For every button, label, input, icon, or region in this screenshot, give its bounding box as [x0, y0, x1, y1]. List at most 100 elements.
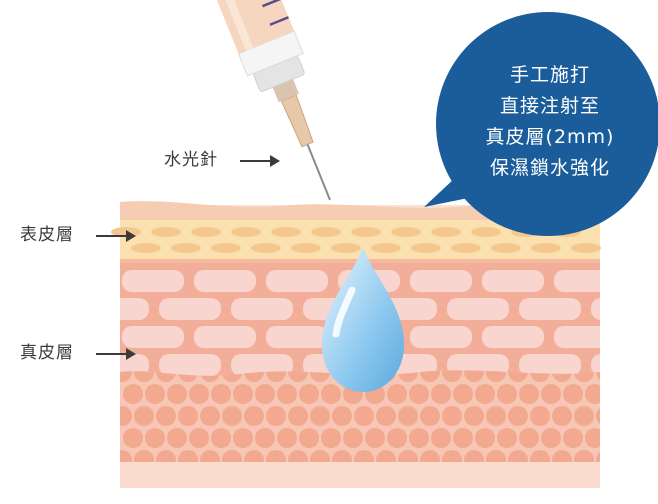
fat-cell — [156, 450, 176, 462]
fat-cell — [321, 428, 341, 448]
fat-cell — [233, 428, 253, 448]
fat-cell — [519, 428, 539, 448]
needle-label: 水光針 — [164, 150, 218, 170]
fat-cell — [574, 450, 594, 462]
epidermis-cell — [131, 243, 161, 253]
fat-cell — [266, 450, 286, 462]
fat-cell — [134, 370, 154, 382]
fat-cell — [497, 428, 517, 448]
fat-cell — [541, 384, 561, 404]
fat-layer — [120, 370, 600, 462]
dermis-cell — [482, 326, 544, 348]
fat-cell — [563, 384, 583, 404]
skin-bottom-band — [120, 462, 600, 488]
dermis-cell — [519, 354, 581, 376]
fat-cell — [486, 406, 506, 426]
fat-cell — [288, 450, 308, 462]
fat-cell — [332, 406, 352, 426]
dermis-cell — [410, 326, 472, 348]
fat-cell — [299, 428, 319, 448]
epidermis-cell — [231, 227, 261, 237]
water-drop-icon — [322, 247, 404, 392]
fat-cell — [585, 428, 600, 448]
fat-cell — [497, 384, 517, 404]
fat-cell — [288, 406, 308, 426]
fat-cell — [585, 384, 600, 404]
fat-cell — [508, 406, 528, 426]
bubble-text: 手工施打 直接注射至 真皮層(2mm) 保濕鎖水強化 — [450, 60, 650, 184]
bubble-line: 直接注射至 — [499, 95, 600, 117]
fat-cell — [244, 450, 264, 462]
arrow-right-icon — [96, 230, 136, 242]
epidermis-cell — [351, 227, 381, 237]
fat-cell — [541, 428, 561, 448]
fat-cell — [167, 384, 187, 404]
dermis-cell — [591, 298, 600, 320]
epidermis-cell — [151, 227, 181, 237]
epidermis-cell — [271, 227, 301, 237]
fat-cell — [442, 450, 462, 462]
dermis-label: 真皮層 — [20, 343, 74, 363]
dermis-cell — [194, 326, 256, 348]
dermis-cell — [266, 326, 328, 348]
fat-cell — [299, 384, 319, 404]
fat-cell — [189, 384, 209, 404]
dermis-cell — [591, 354, 600, 376]
fat-cell — [442, 406, 462, 426]
fat-cell — [519, 384, 539, 404]
fat-cell — [156, 406, 176, 426]
fat-cell — [387, 428, 407, 448]
dermis-cell — [122, 326, 184, 348]
epidermis-cell — [431, 227, 461, 237]
epidermis-cell — [211, 243, 241, 253]
fat-cell — [376, 450, 396, 462]
bubble-line: 手工施打 — [509, 64, 590, 86]
fat-cell — [387, 384, 407, 404]
epidermis-cell — [371, 243, 401, 253]
fat-cell — [189, 428, 209, 448]
fat-cell — [574, 406, 594, 426]
fat-cell — [464, 450, 484, 462]
dermis-cell — [410, 270, 472, 292]
fat-cell — [277, 428, 297, 448]
fat-cell — [475, 428, 495, 448]
arrow-right-icon — [240, 155, 280, 167]
dermis-cell — [482, 270, 544, 292]
fat-cell — [123, 384, 143, 404]
fat-cell — [431, 428, 451, 448]
fat-cell — [277, 384, 297, 404]
fat-cell — [354, 450, 374, 462]
fat-cell — [420, 370, 440, 382]
dermis-cell — [554, 326, 600, 348]
fat-cell — [409, 384, 429, 404]
fat-cell — [486, 450, 506, 462]
fat-cell — [508, 450, 528, 462]
epidermis-cell — [491, 243, 521, 253]
fat-cell — [464, 406, 484, 426]
epidermis-cell — [311, 227, 341, 237]
fat-cell — [222, 450, 242, 462]
fat-cell — [420, 450, 440, 462]
fat-cell — [222, 406, 242, 426]
fat-cell — [431, 384, 451, 404]
fat-cell — [134, 450, 154, 462]
fat-cell — [376, 406, 396, 426]
dermis-cell — [122, 270, 184, 292]
fat-cell — [563, 428, 583, 448]
fat-cell — [453, 384, 473, 404]
fat-cell — [475, 384, 495, 404]
fat-cell — [200, 406, 220, 426]
epidermis-cell — [191, 227, 221, 237]
fat-cell — [530, 450, 550, 462]
epidermis-cell — [451, 243, 481, 253]
epidermis-cell — [531, 243, 561, 253]
fat-cell — [211, 428, 231, 448]
fat-cell — [486, 370, 506, 382]
dermis-cell — [554, 270, 600, 292]
fat-cell — [120, 406, 132, 426]
fat-cell — [343, 428, 363, 448]
bubble-line: 保濕鎖水強化 — [489, 157, 610, 179]
dermis-cell — [159, 354, 221, 376]
epidermis-cell — [251, 243, 281, 253]
